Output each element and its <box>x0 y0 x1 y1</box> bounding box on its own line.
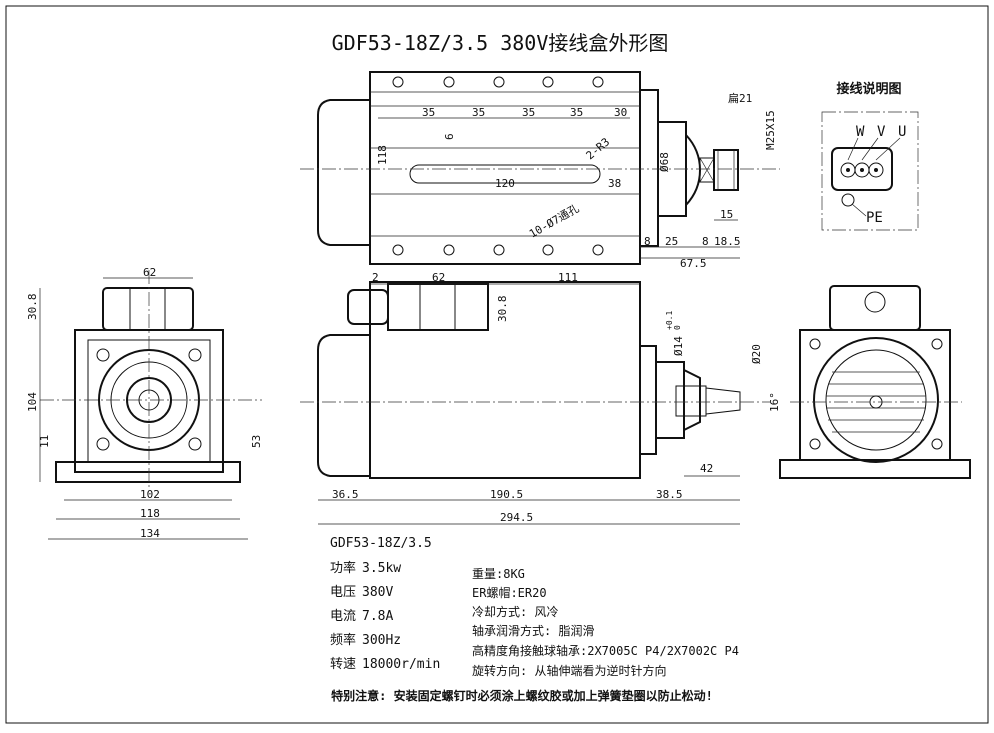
spec-value-power: 3.5kw <box>362 561 401 576</box>
left-view <box>40 270 262 490</box>
dim-tol-upper: +0.1 <box>665 311 674 330</box>
top-view <box>300 71 780 265</box>
dim-102: 102 <box>140 488 160 501</box>
left-view-dimensions: 62 30.8 104 11 53 102 118 134 <box>26 266 263 540</box>
spec-value-current: 7.8A <box>362 609 393 624</box>
dim-67-5: 67.5 <box>680 257 707 270</box>
spec-rotation: 旋转方向: 从轴伸端看为逆时针方向 <box>472 663 666 678</box>
dim-18-5: 18.5 <box>714 235 741 248</box>
dim-134: 134 <box>140 527 160 540</box>
dim-62-left: 62 <box>143 266 156 279</box>
dim-35-b: 35 <box>472 106 485 119</box>
spec-model: GDF53-18Z/3.5 <box>330 536 432 551</box>
dim-8-b: 8 <box>702 235 709 248</box>
dim-tol-lower: 0 <box>673 325 682 330</box>
dim-30-8-front: 30.8 <box>496 296 509 323</box>
dim-62-front: 62 <box>432 271 445 284</box>
dim-190-5: 190.5 <box>490 488 523 501</box>
dim-35-c: 35 <box>522 106 535 119</box>
dim-mount-holes: 10-Ø7通孔 <box>527 202 581 241</box>
dim-35-a: 35 <box>422 106 435 119</box>
dim-53: 53 <box>250 435 263 448</box>
dim-flat-21: 扁21 <box>728 92 752 105</box>
spec-left-column: 功率 3.5kw 电压 380V 电流 7.8A 频率 300Hz 转速 180… <box>330 560 440 672</box>
spec-weight: 重量:8KG <box>472 567 525 581</box>
spec-label-power: 功率 <box>330 560 356 576</box>
dim-104: 104 <box>26 392 39 412</box>
spec-er-nut: ER螺帽:ER20 <box>472 585 547 600</box>
spec-block: GDF53-18Z/3.5 功率 3.5kw 电压 380V 电流 7.8A 频… <box>330 536 739 703</box>
top-view-dimensions: 35 35 35 35 30 6 118 120 38 扁21 M25X15 2… <box>376 92 777 270</box>
dim-25: 25 <box>665 235 678 248</box>
dim-2-r3: 2-R3 <box>584 135 613 162</box>
dim-118-left: 118 <box>140 507 160 520</box>
dim-11: 11 <box>38 435 51 448</box>
spec-lubrication: 轴承润滑方式: 脂润滑 <box>472 623 594 638</box>
dim-d68: Ø68 <box>658 152 671 172</box>
wiring-diagram: 接线说明图 W V U PE <box>821 81 919 231</box>
spec-cooling: 冷却方式: 风冷 <box>472 604 558 619</box>
dim-38: 38 <box>608 177 621 190</box>
front-view-dimensions: 2 62 111 30.8 Ø14 +0.1 0 Ø20 16° 42 36.5… <box>318 271 781 525</box>
drawing-frame <box>5 5 989 724</box>
wiring-title: 接线说明图 <box>836 81 901 97</box>
terminal-v: V <box>877 124 886 140</box>
dim-30: 30 <box>614 106 627 119</box>
spec-label-voltage: 电压 <box>330 585 356 600</box>
dim-36-5: 36.5 <box>332 488 359 501</box>
dim-120: 120 <box>495 177 515 190</box>
spec-label-current: 电流 <box>330 609 356 624</box>
dim-294-5: 294.5 <box>500 511 533 524</box>
spec-value-speed: 18000r/min <box>362 657 440 672</box>
dim-8-a: 8 <box>644 235 651 248</box>
dim-118: 118 <box>376 145 389 165</box>
terminal-u: U <box>898 124 906 140</box>
dim-35-d: 35 <box>570 106 583 119</box>
spec-label-speed: 转速 <box>330 657 356 672</box>
spec-value-frequency: 300Hz <box>362 633 401 648</box>
dim-d20: Ø20 <box>750 344 763 364</box>
terminal-pe: PE <box>866 210 883 226</box>
terminal-w: W <box>856 124 865 140</box>
dim-6: 6 <box>443 133 456 140</box>
dim-16-deg: 16° <box>768 392 781 412</box>
spec-bearing: 高精度角接触球轴承:2X7005C P4/2X7002C P4 <box>472 643 739 658</box>
drawing-title: GDF53-18Z/3.5 380V接线盒外形图 <box>332 31 669 55</box>
dim-111: 111 <box>558 271 578 284</box>
spec-right-column: 重量:8KG ER螺帽:ER20 冷却方式: 风冷 轴承润滑方式: 脂润滑 高精… <box>472 567 739 678</box>
dim-2: 2 <box>372 271 379 284</box>
special-note: 特别注意: 安装固定螺钉时必须涂上螺纹胶或加上弹簧垫圈以防止松动! <box>331 688 713 703</box>
dim-thread: M25X15 <box>764 110 777 150</box>
front-view <box>300 281 770 479</box>
dim-d14: Ø14 <box>672 336 685 356</box>
dim-30-8-left: 30.8 <box>26 294 39 321</box>
dim-42: 42 <box>700 462 713 475</box>
spec-value-voltage: 380V <box>362 585 393 600</box>
dim-38-5: 38.5 <box>656 488 683 501</box>
spec-label-frequency: 频率 <box>330 632 356 648</box>
dim-15: 15 <box>720 208 733 221</box>
right-view <box>779 285 971 479</box>
